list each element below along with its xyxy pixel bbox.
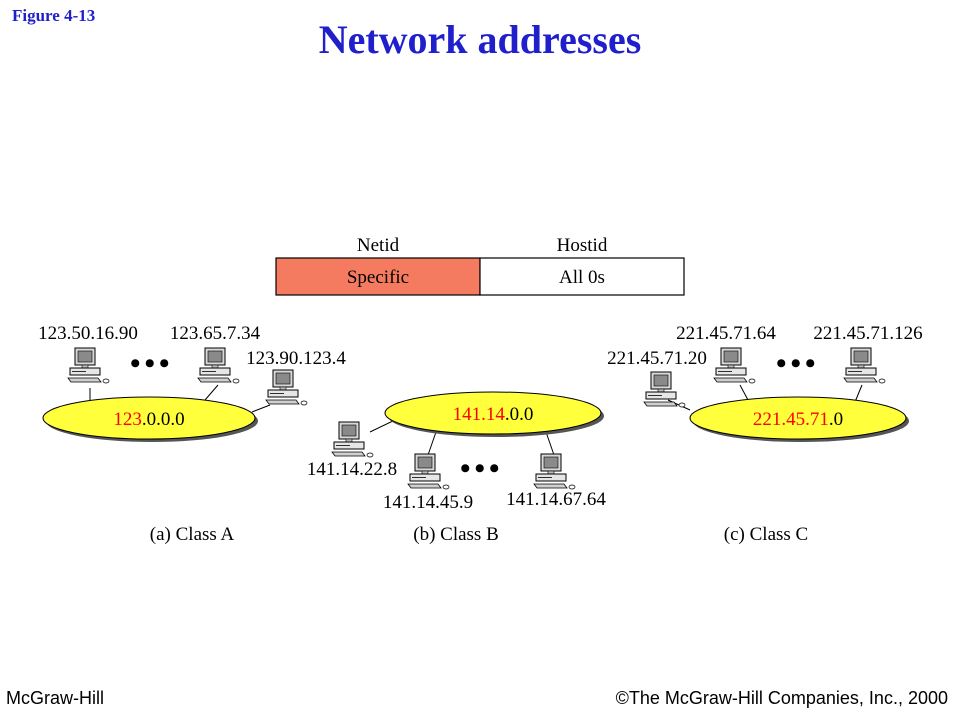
host-address: 221.45.71.20 bbox=[607, 348, 707, 369]
class-c-network: 221.45.71.0 ••• 221.45.71.20 221.45.71.6… bbox=[607, 323, 923, 545]
class-b-network: 141.14.0.0 ••• 141.14.22.8 141.14.45.9 1… bbox=[307, 391, 606, 545]
class-a-network-address: 123.0.0.0 bbox=[113, 409, 184, 430]
computer-icon bbox=[843, 347, 886, 384]
host-address: 123.90.123.4 bbox=[246, 348, 346, 369]
host-address: 221.45.71.64 bbox=[676, 323, 776, 344]
computer-icon bbox=[67, 347, 110, 384]
class-c-ellipse bbox=[689, 396, 907, 440]
ellipsis: ••• bbox=[130, 347, 174, 380]
computer-icon bbox=[407, 453, 450, 490]
computer-icon bbox=[643, 371, 686, 408]
computer-icon bbox=[713, 347, 756, 384]
class-a-ellipse bbox=[42, 396, 256, 440]
computer-icon bbox=[331, 421, 374, 458]
netid-cell bbox=[275, 257, 481, 296]
computer-icon bbox=[197, 347, 240, 384]
computer-icon bbox=[265, 369, 308, 406]
class-b-caption: (b) Class B bbox=[413, 524, 499, 545]
host-address: 123.65.7.34 bbox=[170, 323, 261, 344]
class-c-network-address: 221.45.71.0 bbox=[753, 409, 843, 430]
hostid-cell bbox=[479, 257, 685, 296]
host-address: 123.50.16.90 bbox=[38, 323, 138, 344]
class-b-ellipse bbox=[384, 391, 602, 435]
hostid-header: Hostid bbox=[557, 235, 608, 256]
class-b-network-address: 141.14.0.0 bbox=[453, 404, 534, 425]
class-a-caption: (a) Class A bbox=[150, 524, 235, 545]
copyright-footer: ©The McGraw-Hill Companies, Inc., 2000 bbox=[615, 688, 948, 708]
publisher-footer: McGraw-Hill bbox=[6, 688, 104, 708]
page-title: Network addresses bbox=[318, 17, 642, 62]
host-address: 141.14.22.8 bbox=[307, 459, 397, 480]
address-format: Netid Hostid Specific All 0s bbox=[275, 235, 685, 296]
ellipsis: ••• bbox=[776, 347, 820, 380]
host-address: 141.14.67.64 bbox=[506, 489, 606, 510]
netid-value: Specific bbox=[347, 267, 409, 288]
host-address: 221.45.71.126 bbox=[813, 323, 922, 344]
class-a-network: 123.0.0.0 ••• 123.50.16.90 123.65.7.34 1… bbox=[38, 323, 346, 545]
host-address: 141.14.45.9 bbox=[383, 492, 473, 513]
figure-label: Figure 4-13 bbox=[12, 6, 96, 25]
hostid-value: All 0s bbox=[559, 267, 605, 288]
computer-icon bbox=[533, 453, 576, 490]
class-c-caption: (c) Class C bbox=[724, 524, 808, 545]
netid-header: Netid bbox=[357, 235, 400, 256]
ellipsis: ••• bbox=[460, 452, 504, 485]
